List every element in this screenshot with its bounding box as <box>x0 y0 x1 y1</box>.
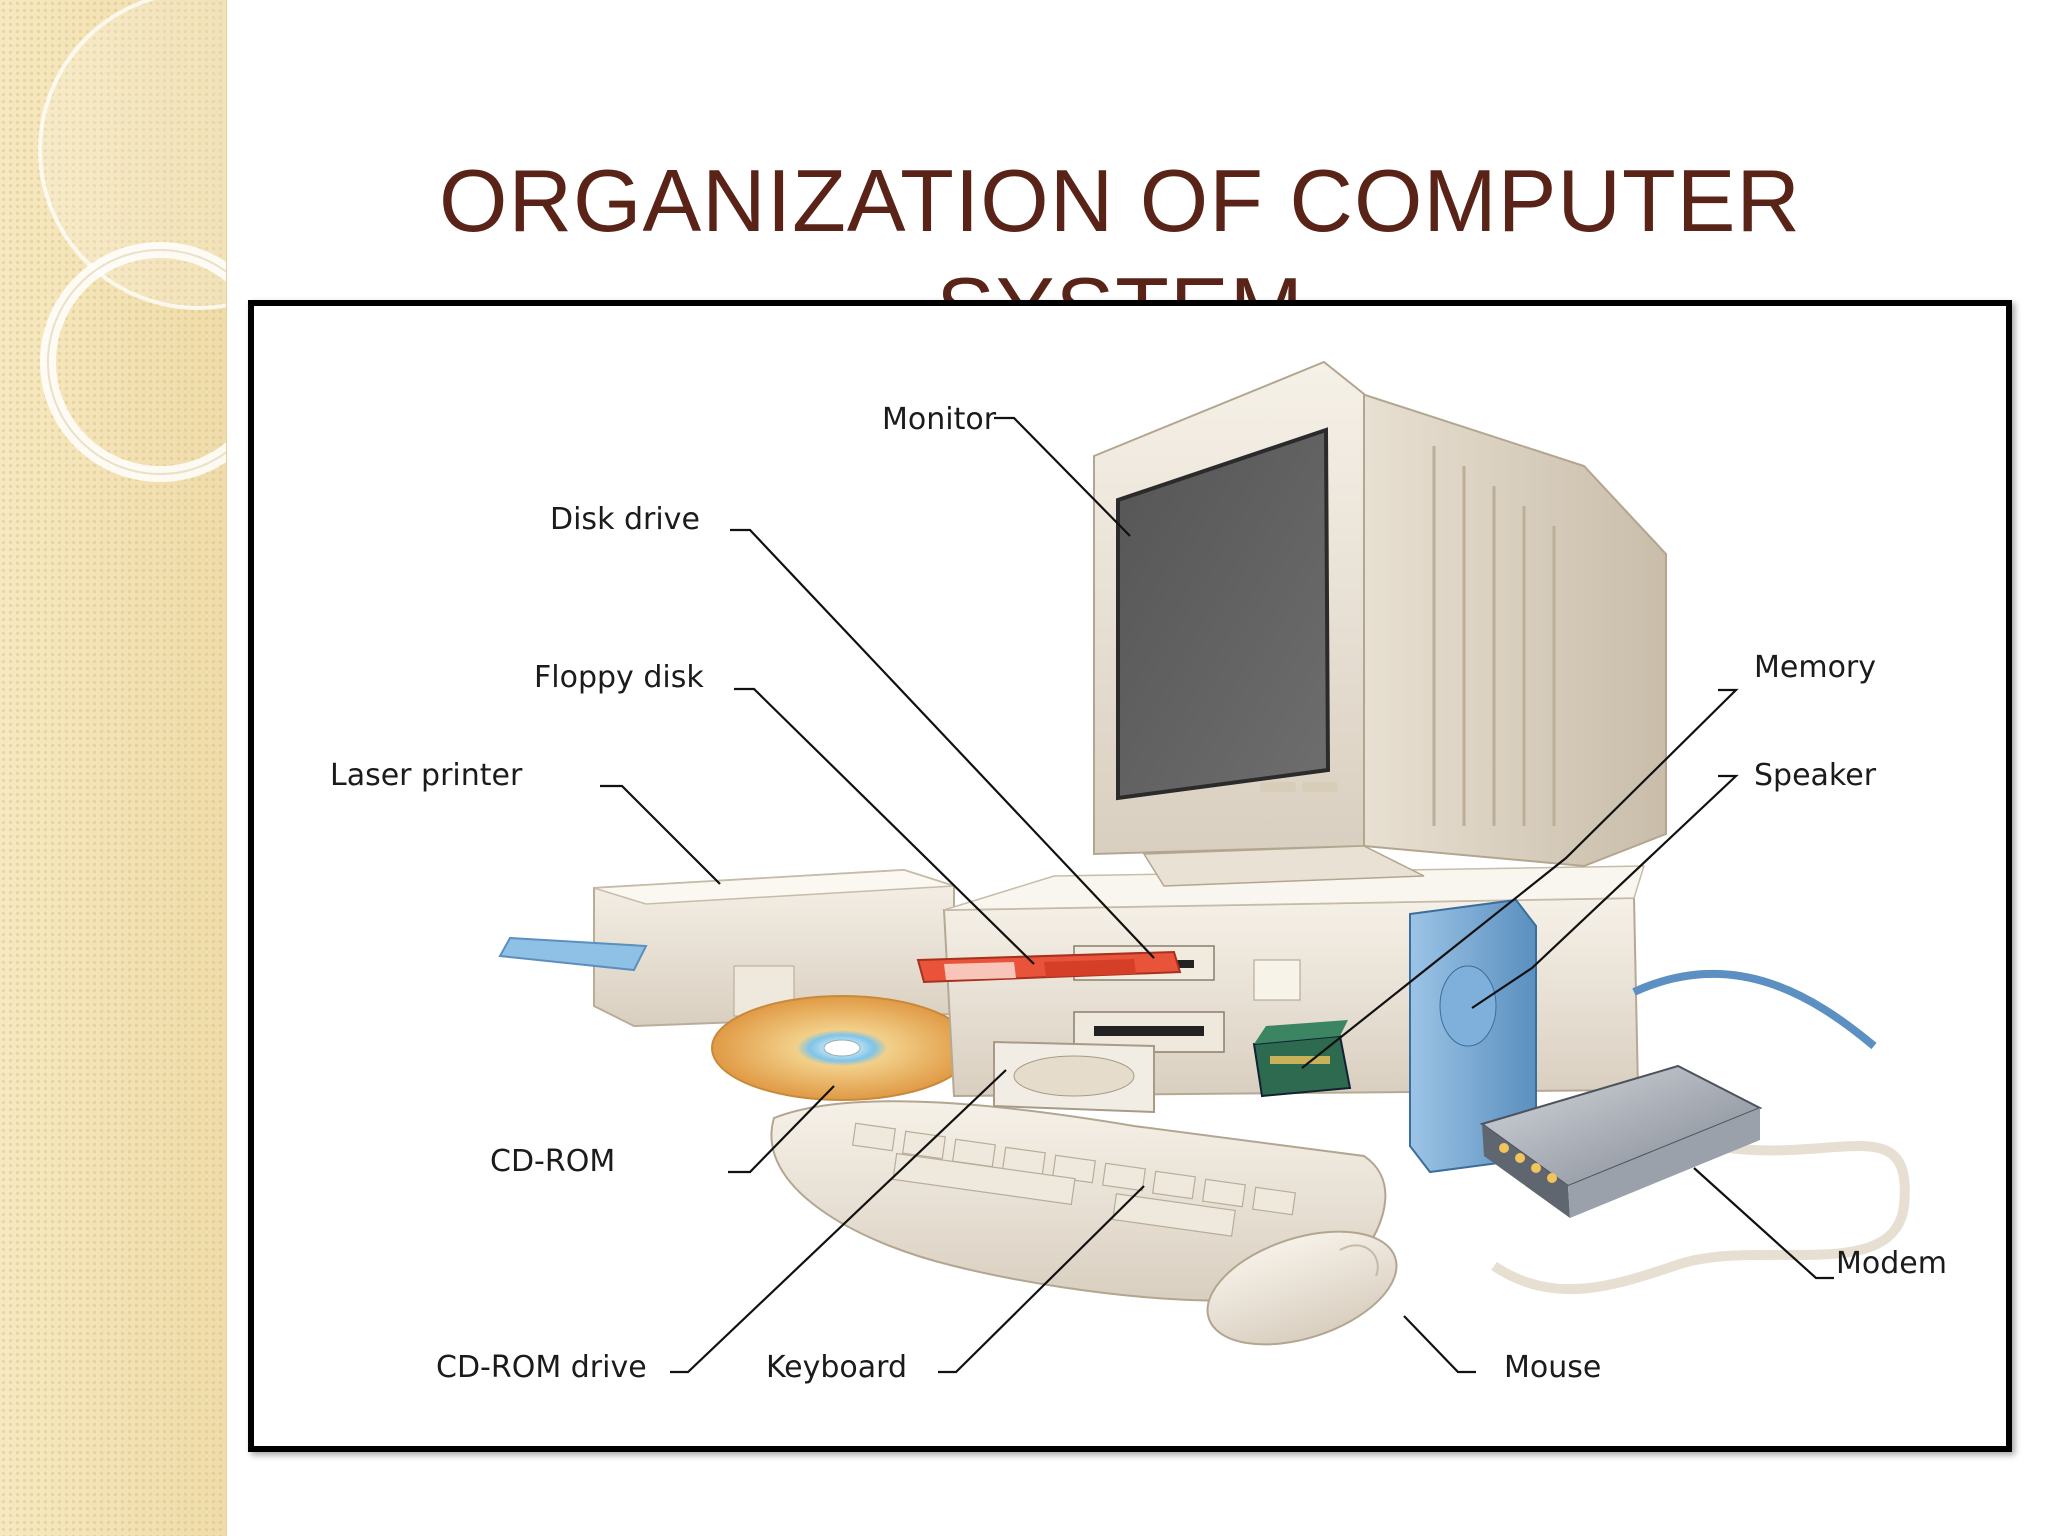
label-speaker: Speaker <box>1754 758 1877 793</box>
cd-rom-drive <box>993 1040 1155 1114</box>
label-floppy-disk: Floppy disk <box>534 660 704 695</box>
modem <box>1479 1064 1763 1218</box>
decorative-side-band <box>0 0 227 1536</box>
computer-illustration <box>498 360 1910 1374</box>
label-cd-rom-drive: CD-ROM drive <box>436 1350 647 1385</box>
computer-system-diagram: Monitor Disk drive Floppy disk Laser pri… <box>248 300 2012 1452</box>
label-monitor: Monitor <box>882 402 997 437</box>
keyboard <box>770 1100 1387 1302</box>
label-mouse: Mouse <box>1504 1350 1602 1385</box>
decorative-rings <box>38 0 226 482</box>
label-disk-drive: Disk drive <box>550 502 700 537</box>
label-modem: Modem <box>1836 1246 1947 1281</box>
monitor <box>1093 360 1667 887</box>
memory-module <box>1252 1020 1352 1098</box>
label-laser-printer: Laser printer <box>330 758 523 793</box>
label-keyboard: Keyboard <box>766 1350 908 1385</box>
floppy-disk <box>916 950 1182 984</box>
callout-lines <box>600 416 1834 1374</box>
label-cd-rom: CD-ROM <box>490 1144 616 1179</box>
title-line-1: ORGANIZATION OF COMPUTER <box>439 150 1801 250</box>
cd-rom-disc <box>711 995 973 1101</box>
label-memory: Memory <box>1754 650 1877 685</box>
mouse <box>1206 1230 1398 1346</box>
